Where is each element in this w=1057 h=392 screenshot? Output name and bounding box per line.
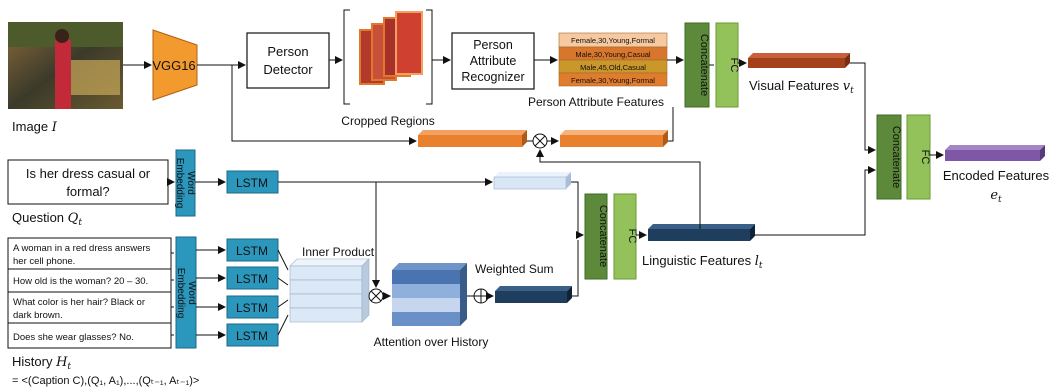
attribute-row-3: Male,45,Old,Casual [580, 63, 646, 72]
input-image [8, 22, 123, 109]
linguistic-concatenate-block [584, 193, 608, 280]
person-detector-label-1: Person [267, 44, 308, 59]
person-attribute-features-label: Person Attribute Features [528, 95, 664, 109]
image-label: Image I [12, 119, 58, 135]
connectors [123, 56, 944, 339]
question-feature-bar [493, 172, 571, 190]
attribute-table: Female,30,Young,Formal Male,30,Young,Cas… [558, 32, 668, 87]
history-context-bar [495, 286, 572, 303]
history-lstm-1-label: LSTM [236, 244, 268, 258]
encoded-fc-block [906, 114, 931, 200]
person-detector-label-2: Detector [263, 62, 313, 77]
attribute-row-4: Female,30,Young,Formal [571, 76, 655, 85]
history-item-3-line-2: dark brown. [13, 310, 63, 321]
encoded-fc-label: FC [919, 150, 931, 165]
cnn-feature-bar [418, 130, 527, 147]
attended-visual-bar [560, 130, 668, 147]
attribute-recognizer-box [451, 32, 535, 90]
question-text-line-1: Is her dress casual or [26, 166, 151, 181]
history-lstm-3-label: LSTM [236, 301, 268, 315]
linguistic-features-bar [648, 224, 755, 241]
question-word-embedding-label: WordEmbedding [174, 158, 196, 209]
vgg16-label: VGG16 [152, 58, 195, 73]
history-lstm-2-label: LSTM [236, 272, 268, 286]
visual-concatenate-label: Concatenate [698, 34, 710, 96]
history-item-2: How old is the woman? 20 – 30. [13, 276, 148, 287]
history-word-embedding-label: WordEmbedding [175, 268, 197, 319]
encoded-features-symbol: et [990, 188, 1002, 205]
attribute-row-2: Male,30,Young,Casual [575, 50, 651, 59]
encoded-concatenate-block [876, 114, 902, 200]
linguistic-fc-label: FC [626, 229, 638, 244]
visual-features-label: Visual Features vt [749, 78, 854, 96]
question-label: Question Qt [12, 210, 82, 228]
visual-features-bar [748, 53, 850, 68]
visual-fc-label: FC [728, 58, 740, 73]
history-item-1-line-2: her cell phone. [13, 256, 75, 267]
attention-over-history-label: Attention over History [374, 335, 489, 349]
cropped-regions-label: Cropped Regions [341, 114, 434, 128]
encoded-features-bar [945, 145, 1045, 161]
history-item-1-line-1: A woman in a red dress answers [13, 243, 151, 254]
vgg16-block [152, 29, 198, 101]
encoded-concatenate-label: Concatenate [890, 126, 902, 188]
person-detector-box [246, 32, 330, 89]
attribute-recognizer-label-3: Recognizer [461, 70, 524, 84]
attention-stack [392, 263, 467, 326]
history-item-3-line-1: What color is her hair? Black or [13, 297, 145, 308]
attribute-row-1: Female,30,Young,Formal [571, 36, 655, 45]
history-item-4: Does she wear glasses? No. [13, 332, 134, 343]
history-word-embedding-block [175, 236, 197, 349]
history-lstm-4-label: LSTM [236, 329, 268, 343]
question-box [7, 159, 169, 205]
history-list [7, 237, 172, 349]
linguistic-features-label: Linguistic Features lt [642, 253, 763, 271]
encoded-features-label: Encoded Features [943, 168, 1050, 183]
history-lstm-stack [226, 238, 279, 347]
question-lstm-label: LSTM [236, 176, 268, 190]
history-feature-stack [289, 258, 370, 323]
history-formula: = <(Caption C),(Q₁, A₁),...,(Qₜ₋₁, Aₜ₋₁)… [12, 375, 199, 387]
attribute-recognizer-label-2: Attribute [470, 54, 517, 68]
inner-product-label: Inner Product [302, 245, 375, 259]
history-label: History Ht [12, 354, 71, 372]
linguistic-concatenate-label: Concatenate [597, 205, 609, 267]
question-text-line-2: formal? [66, 184, 109, 199]
cropped-regions [343, 9, 433, 105]
attribute-recognizer-label-1: Person [473, 38, 513, 52]
visual-concatenate-block [684, 22, 710, 108]
question-word-embedding-block [175, 149, 196, 217]
linguistic-fc-block [613, 193, 637, 280]
visual-fc-block [715, 22, 739, 108]
weighted-sum-label: Weighted Sum [475, 262, 554, 276]
